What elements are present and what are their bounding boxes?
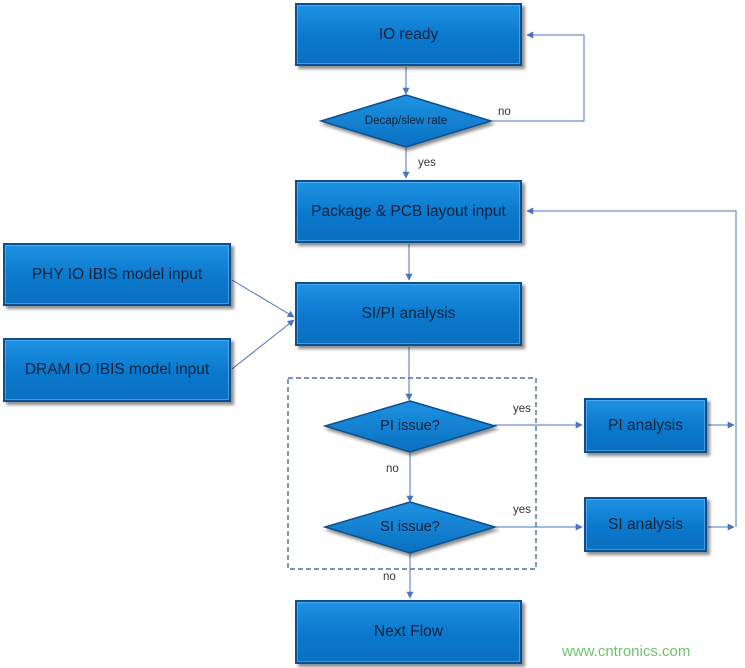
phy-io-ibis-box: PHY IO IBIS model input	[3, 243, 231, 306]
si-pi-analysis-box: SI/PI analysis	[295, 282, 522, 346]
dram-io-ibis-box: DRAM IO IBIS model input	[3, 338, 231, 402]
next-flow-box: Next Flow	[295, 600, 522, 664]
pi-issue-decision-diamond	[322, 400, 498, 453]
decap-yes-label: yes	[418, 157, 436, 169]
io-ready-box: IO ready	[295, 3, 522, 66]
si-issue-no-label: no	[383, 571, 396, 583]
pi-issue-no-label: no	[386, 463, 399, 475]
pi-analysis-box: PI analysis	[584, 398, 707, 453]
phy-to-sipi-connector	[231, 279, 295, 318]
dram-to-sipi-connector	[231, 319, 295, 370]
decap-no-loop-connector	[490, 31, 585, 122]
si-issue-decision-diamond	[322, 501, 498, 554]
si-issue-yes-label: yes	[513, 504, 531, 516]
package-pcb-layout-box: Package & PCB layout input	[295, 180, 522, 243]
pi-issue-yes-label: yes	[513, 403, 531, 415]
si-analysis-box: SI analysis	[584, 497, 707, 552]
watermark-text: www.cntronics.com	[562, 643, 691, 660]
feedback-loop-connector	[526, 207, 737, 527]
issue-check-group	[287, 377, 537, 570]
decap-no-label: no	[498, 106, 511, 118]
decap-decision-diamond	[318, 94, 494, 148]
